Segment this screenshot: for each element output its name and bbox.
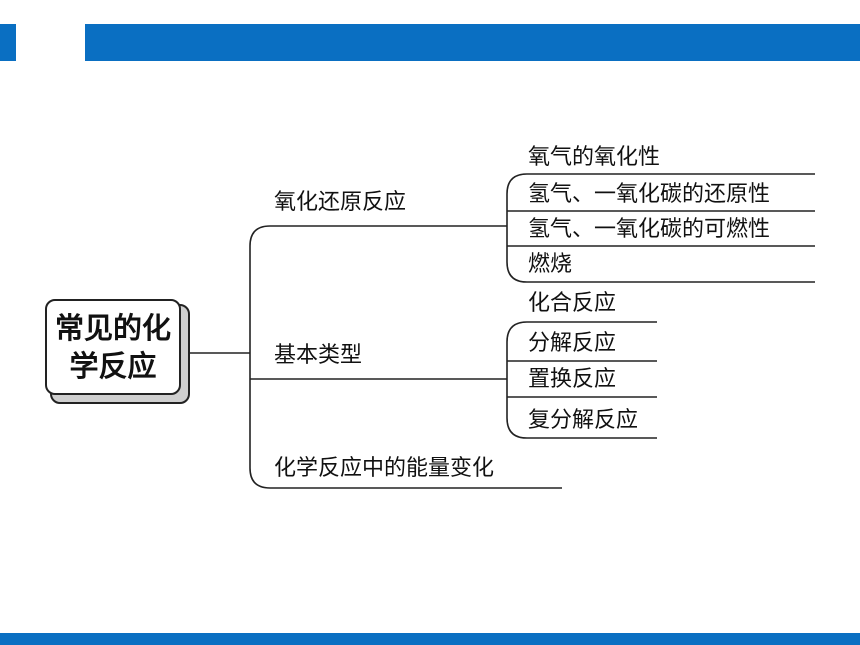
branch-label-redox: 氧化还原反应 [274, 190, 407, 215]
leaf-label: 分解反应 [528, 331, 617, 356]
leaf-label: 化合反应 [528, 291, 617, 316]
leaf-label: 置换反应 [528, 367, 617, 392]
header-accent-bar [0, 24, 16, 61]
leaf-label: 氧气的氧化性 [528, 145, 661, 170]
leaf-label: 复分解反应 [528, 408, 639, 433]
footer-bar [0, 633, 860, 645]
branch-label-energy: 化学反应中的能量变化 [274, 456, 495, 481]
leaf-label: 燃烧 [528, 252, 573, 277]
branch-label-basic-types: 基本类型 [274, 343, 363, 368]
leaf-label: 氢气、一氧化碳的可燃性 [528, 217, 771, 242]
root-node-label: 常见的化学反应 [54, 311, 171, 383]
root-node: 常见的化学反应 [45, 299, 181, 395]
header-bar [85, 24, 860, 61]
leaf-label: 氢气、一氧化碳的还原性 [528, 182, 771, 207]
